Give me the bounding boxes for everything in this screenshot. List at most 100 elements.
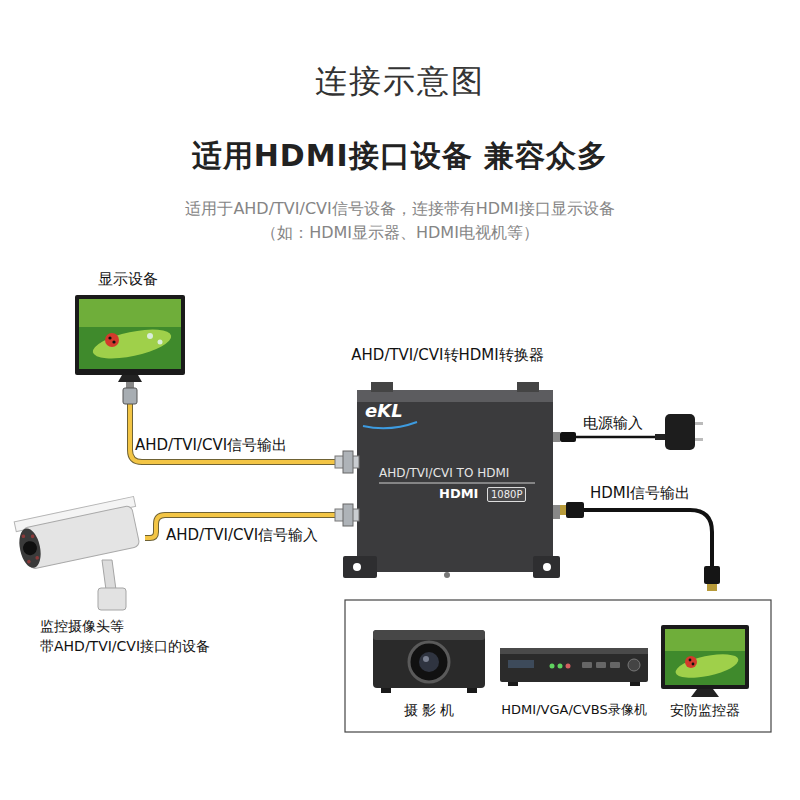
page-title: 连接示意图: [315, 62, 485, 100]
security-camera: 监控摄像头等带AHD/TVI/CVI接口的设备: [12, 488, 145, 613]
illustration-circle: [550, 664, 555, 669]
cable-connector: [560, 437, 655, 438]
illustration-rect: [373, 630, 485, 640]
illustration-rect: [610, 662, 620, 668]
hdmi-mark: HDMI: [439, 486, 478, 502]
illustration-rect: [123, 388, 137, 404]
illustration-rect: [357, 390, 553, 572]
cable-line: [560, 436, 655, 439]
device-label: 带AHD/TVI/CVI接口的设备: [40, 638, 210, 655]
device-label: 摄 影 机: [404, 702, 455, 719]
illustration-circle: [566, 664, 571, 669]
device-label: 安防监控器: [670, 702, 740, 719]
illustration-rect: [75, 295, 185, 375]
illustration-svg: [72, 292, 188, 404]
illustration-rect: [596, 662, 606, 668]
illustration-path: [102, 560, 116, 590]
cable-label: AHD/TVI/CVI信号输出: [135, 436, 287, 454]
illustration-rect: [533, 556, 560, 578]
illustration-rect: [665, 414, 695, 450]
illustration-rect: [665, 629, 745, 651]
illustration-rect: [500, 648, 648, 682]
illustration-circle: [353, 563, 361, 571]
panel-text: AHD/TVI/CVI TO HDMI: [379, 466, 509, 480]
illustration-circle: [628, 659, 640, 671]
illustration-rect: [79, 299, 181, 327]
illustration-rect: [508, 660, 534, 668]
illustration-rect: [695, 438, 703, 441]
illustration-rect: [126, 382, 134, 388]
description: 适用于AHD/TVI/CVI信号设备，连接带有HDMI接口显示设备: [185, 199, 614, 218]
cable-label: AHD/TVI/CVI信号输入: [166, 526, 318, 544]
illustration-svg: [655, 410, 705, 455]
illustration-ellipse: [90, 324, 173, 364]
illustration-circle: [409, 642, 449, 682]
illustration-rect: [517, 382, 539, 392]
illustration-circle: [21, 534, 25, 538]
illustration-rect: [343, 556, 377, 578]
cable-line: [130, 404, 335, 462]
device-frame: [345, 600, 771, 732]
illustration-circle: [419, 652, 439, 672]
badge-text: 1080P: [491, 488, 522, 501]
illustration-rect: [695, 422, 703, 425]
illustration-line: [379, 483, 535, 484]
illustration-svg: [12, 488, 145, 613]
illustration-circle: [147, 333, 153, 339]
illustration-ellipse: [674, 650, 741, 683]
illustration-circle: [22, 540, 39, 557]
resolution-badge: 1080P: [487, 487, 526, 502]
subtitle: 适用HDMI接口设备 兼容众多: [192, 138, 608, 174]
cable-label: HDMI信号输出: [590, 484, 690, 502]
illustration-rect: [630, 682, 640, 686]
illustration-circle: [27, 560, 31, 564]
device-heading: AHD/TVI/CVI转HDMI转换器: [351, 346, 543, 364]
illustration-circle: [689, 659, 692, 662]
illustration-circle: [112, 340, 115, 343]
illustration-circle: [35, 556, 39, 560]
device-label: 监控摄像头等: [40, 618, 124, 635]
illustration-circle: [692, 663, 695, 666]
illustration-rect: [553, 505, 560, 519]
illustration-path: [691, 689, 719, 697]
illustration-circle: [444, 572, 450, 578]
illustration-rect: [373, 630, 485, 688]
illustration-rect: [508, 682, 518, 686]
hdmi-cable: [584, 510, 712, 568]
illustration-rect: [98, 588, 126, 610]
description: （如：HDMI显示器、HDMI电视机等）: [261, 223, 539, 242]
illustration-circle: [543, 563, 551, 571]
illustration-rect: [582, 662, 592, 668]
illustration-circle: [558, 664, 563, 669]
device-label: 显示设备: [98, 270, 158, 288]
hdmi-plug: [704, 566, 720, 584]
device-label: 电源输入: [583, 414, 643, 432]
illustration-ellipse: [16, 526, 44, 569]
illustration-circle: [108, 336, 111, 339]
device-label: HDMI/VGA/CVBS录像机: [501, 702, 646, 718]
illustration-circle: [105, 333, 119, 347]
illustration-path: [363, 422, 417, 428]
hdmi-plug-tip: [707, 584, 717, 591]
security-monitor: 安防监控器: [655, 622, 755, 722]
brand-logo: eKL: [365, 400, 403, 422]
illustration-circle: [685, 656, 697, 668]
projector: 摄 影 机: [365, 622, 493, 722]
hdmi-plug: [566, 502, 584, 518]
display-monitor: 显示设备: [72, 292, 188, 404]
illustration-rect: [665, 629, 745, 685]
illustration-rect: [343, 504, 353, 526]
video-recorder: HDMI/VGA/CVBS录像机: [496, 622, 652, 722]
illustration-rect: [500, 648, 648, 654]
illustration-rect: [553, 432, 560, 442]
illustration-rect: [79, 299, 181, 369]
illustration-circle: [30, 534, 34, 538]
illustration-rect: [661, 625, 749, 689]
power-adapter: 电源输入: [655, 410, 705, 455]
illustration-g: [14, 496, 144, 570]
illustration-path: [118, 375, 142, 382]
converter-box: AHD/TVI/CVI转HDMI转换器eKLAHD/TVI/CVI TO HDM…: [335, 380, 560, 585]
cable-connector: [130, 404, 335, 462]
cable-line: [130, 404, 335, 462]
